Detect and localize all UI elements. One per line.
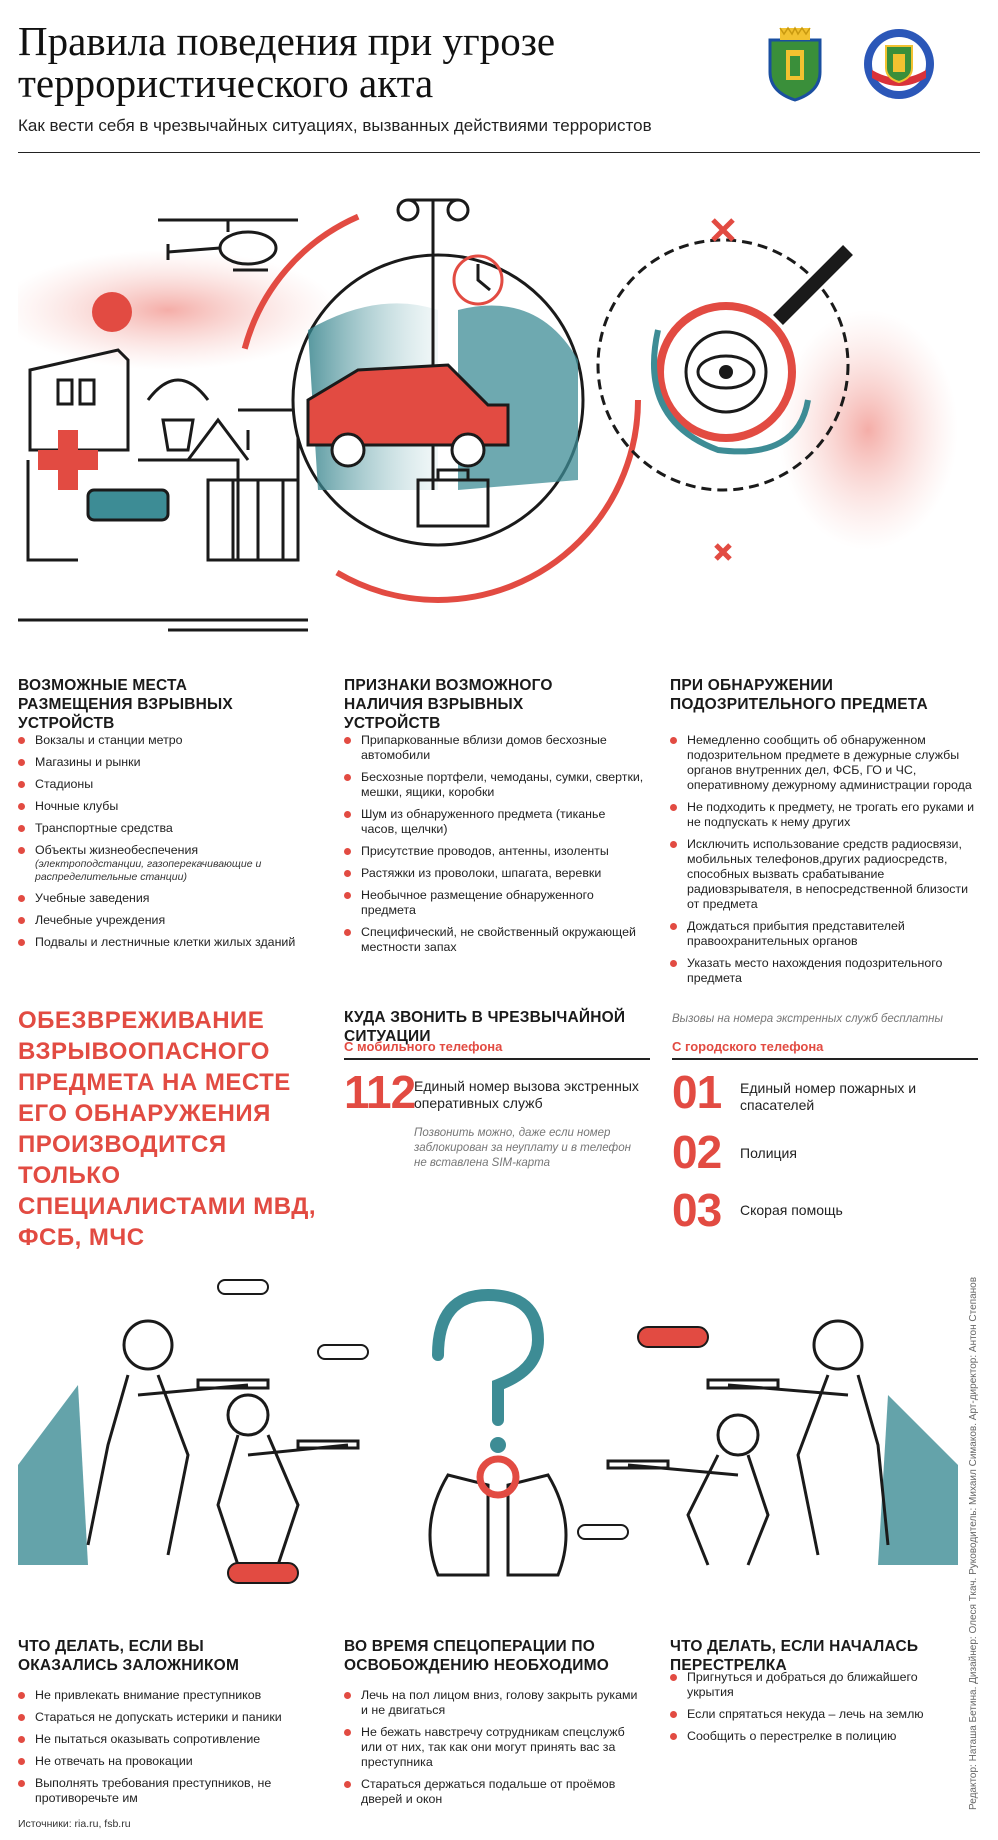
list-item: Не отвечать на провокации (18, 1754, 308, 1769)
list-item: Выполнять требования преступников, не пр… (18, 1776, 308, 1806)
list-item: Если спрятаться некуда – лечь на землю (670, 1707, 960, 1722)
call-heading: КУДА ЗВОНИТЬ В ЧРЕЗВЫЧАЙНОЙ СИТУАЦИИ (344, 1009, 626, 1045)
signs-list: Припаркованные вблизи домов бесхозные ав… (344, 733, 644, 962)
list-item: Лечь на пол лицом вниз, голову закрыть р… (344, 1688, 644, 1718)
number-01: 01 (672, 1066, 722, 1118)
list-item: Стадионы (18, 777, 308, 792)
shooting-list: Пригнуться и добраться до ближайшего укр… (670, 1670, 960, 1751)
list-item: Немедленно сообщить об обнаруженном подо… (670, 733, 982, 793)
hostage-hands-illustration (428, 1473, 568, 1577)
list-item: Стараться держаться подальше от проёмов … (344, 1777, 644, 1807)
page-title: Правила поведения при угрозе террористич… (18, 18, 556, 106)
soldiers-right-illustration (606, 1319, 890, 1566)
neutralize-statement: ОБЕЗВРЕЖИВАНИЕ ВЗРЫВООПАСНОГО ПРЕДМЕТА Н… (18, 1007, 316, 1251)
number-02: 02 (672, 1126, 722, 1178)
list-item: Вокзалы и станции метро (18, 733, 308, 748)
list-item: Припаркованные вблизи домов бесхозные ав… (344, 733, 644, 763)
list-item: Растяжки из проволоки, шпагата, веревки (344, 866, 644, 881)
page-subtitle: Как вести себя в чрезвычайных ситуациях,… (18, 116, 652, 135)
list-item: Пригнуться и добраться до ближайшего укр… (670, 1670, 960, 1700)
landline-divider (672, 1058, 978, 1060)
mobile-note: Позвонить можно, даже если номер заблоки… (414, 1127, 631, 1169)
mobile-divider (344, 1058, 650, 1060)
number-03: 03 (672, 1184, 722, 1236)
emblem-left (768, 26, 822, 102)
landline-text: Полиция (740, 1145, 797, 1161)
signs-heading: ПРИЗНАКИ ВОЗМОЖНОГО НАЛИЧИЯ ВЗРЫВНЫХ УСТ… (344, 677, 553, 732)
operation-list: Лечь на пол лицом вниз, голову закрыть р… (344, 1688, 644, 1814)
list-item: Стараться не допускать истерики и паники (18, 1710, 308, 1725)
places-heading: ВОЗМОЖНЫЕ МЕСТА РАЗМЕЩЕНИЯ ВЗРЫВНЫХ УСТР… (18, 677, 233, 732)
operation-heading: ВО ВРЕМЯ СПЕЦОПЕРАЦИИ ПО ОСВОБОЖДЕНИЮ НЕ… (344, 1638, 610, 1674)
free-calls-note: Вызовы на номера экстренных служб беспла… (672, 1013, 943, 1025)
list-item: Бесхозные портфели, чемоданы, сумки, све… (344, 770, 644, 800)
mobile-label: С мобильного телефона (344, 1039, 503, 1054)
list-item: Присутствие проводов, антенны, изоленты (344, 844, 644, 859)
list-item: Указать место нахождения подозрительного… (670, 956, 982, 986)
list-item-note: (электроподстанции, газоперекачивающие и… (35, 858, 262, 883)
list-item: Не привлекать внимание преступников (18, 1688, 308, 1703)
list-item: Подвалы и лестничные клетки жилых зданий (18, 935, 308, 950)
list-item: Шум из обнаруженного предмета (тиканье ч… (344, 807, 644, 837)
list-item: Дождаться прибытия представителей правоо… (670, 919, 982, 949)
header-divider (18, 152, 980, 153)
number-112: 112 (344, 1066, 416, 1118)
landline-label: С городского телефона (672, 1039, 824, 1054)
places-list: Вокзалы и станции метро Магазины и рынки… (18, 733, 308, 957)
list-item: Сообщить о перестрелке в полицию (670, 1729, 960, 1744)
city-illustration (18, 197, 958, 632)
emblem-right (864, 29, 934, 99)
hostage-list: Не привлекать внимание преступников Стар… (18, 1688, 308, 1813)
shooting-heading: ЧТО ДЕЛАТЬ, ЕСЛИ НАЧАЛАСЬ ПЕРЕСТРЕЛКА (670, 1638, 919, 1674)
list-item: Учебные заведения (18, 891, 308, 906)
list-item: Исключить использование средств радиосвя… (670, 837, 982, 912)
list-item: Специфический, не свойственный окружающе… (344, 925, 644, 955)
suspicious-heading: ПРИ ОБНАРУЖЕНИИ ПОДОЗРИТЕЛЬНОГО ПРЕДМЕТА (670, 677, 928, 713)
hostage-heading: ЧТО ДЕЛАТЬ, ЕСЛИ ВЫ ОКАЗАЛИСЬ ЗАЛОЖНИКОМ (18, 1638, 240, 1674)
list-item-with-note: Объекты жизнеобеспечения(электроподстанц… (18, 843, 308, 884)
list-item: Необычное размещение обнаруженного предм… (344, 888, 644, 918)
landline-text: Скорая помощь (740, 1202, 843, 1218)
list-item: Не пытаться оказывать сопротивление (18, 1732, 308, 1747)
list-item: Магазины и рынки (18, 755, 308, 770)
landline-text: Единый номер пожарных и спасателей (740, 1080, 917, 1113)
suspicious-list: Немедленно сообщить об обнаруженном подо… (670, 733, 982, 993)
list-item: Транспортные средства (18, 821, 308, 836)
mobile-text: Единый номер вызова экстренных оперативн… (414, 1078, 639, 1111)
credits: Редактор: Наташа Бетина. Дизайнер: Олеся… (968, 1276, 979, 1810)
sources: Источники: ria.ru, fsb.ru (18, 1818, 131, 1830)
soldiers-left-illustration (18, 1279, 958, 1584)
list-item: Не бежать навстречу сотрудникам спецслуж… (344, 1725, 644, 1770)
list-item: Лечебные учреждения (18, 913, 308, 928)
list-item-text: Объекты жизнеобеспечения (35, 843, 199, 857)
list-item: Не подходить к предмету, не трогать его … (670, 800, 982, 830)
list-item: Ночные клубы (18, 799, 308, 814)
